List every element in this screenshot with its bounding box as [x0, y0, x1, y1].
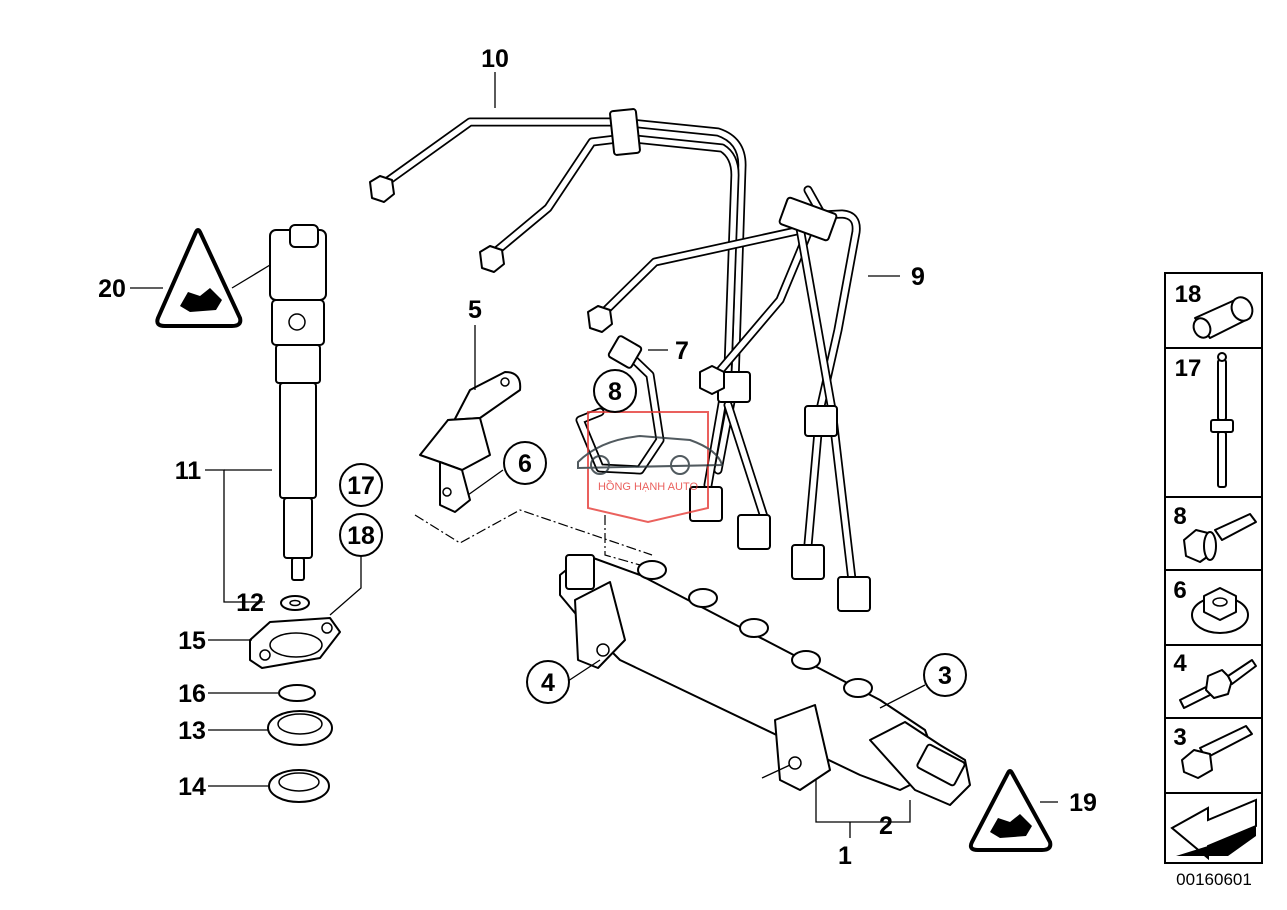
injector	[269, 224, 327, 581]
hex-nut-icon	[1191, 587, 1249, 634]
callout-10: 10	[481, 45, 509, 73]
callout-11: 11	[175, 457, 202, 485]
callout-17: 17	[347, 472, 375, 500]
sleeve-icon	[1192, 296, 1254, 339]
leader-lines	[130, 72, 1058, 838]
injector-seals	[249, 595, 341, 803]
stud-icon	[1179, 659, 1257, 709]
parts-panel: 18 17 8 6 4	[1164, 272, 1263, 864]
leak-off-pipe	[575, 335, 665, 475]
callout-4: 4	[541, 669, 555, 697]
callout-6: 6	[518, 450, 532, 478]
callout-16: 16	[178, 680, 206, 708]
panel-label-8: 8	[1173, 503, 1186, 530]
watermark: HỒNG HẠNH AUTO	[577, 411, 724, 524]
panel-label-4: 4	[1173, 650, 1187, 677]
stud-bolt-icon	[1210, 352, 1234, 488]
callout-7: 7	[675, 337, 689, 365]
callout-3: 3	[938, 662, 952, 690]
bracket	[419, 371, 522, 513]
hex-bolt-icon	[1181, 725, 1253, 779]
callout-20: 20	[98, 275, 126, 303]
panel-label-17: 17	[1175, 355, 1202, 382]
fuel-rail	[559, 554, 971, 806]
watermark-text: HỒNG HẠNH AUTO	[598, 480, 698, 493]
panel-label-3: 3	[1173, 724, 1186, 751]
fuel-pipes	[369, 108, 871, 612]
callout-14: 14	[178, 773, 206, 801]
direction-arrow-icon	[1170, 798, 1257, 861]
flange-bolt-icon	[1183, 513, 1257, 563]
warning-triangle-right	[968, 769, 1053, 852]
callout-5: 5	[468, 296, 482, 324]
callout-1: 1	[838, 842, 852, 870]
callout-circles	[339, 369, 967, 704]
callout-9: 9	[911, 263, 925, 291]
callout-15: 15	[178, 627, 206, 655]
callout-labels: 10 9 5 7 8 6 17 18 4 3 20 11 12 15 16 13…	[98, 45, 1097, 870]
warning-triangle-left	[155, 228, 243, 328]
panel-label-6: 6	[1173, 577, 1186, 604]
callout-2: 2	[879, 812, 893, 840]
callout-18: 18	[347, 522, 375, 550]
diagram-ref-number: 00160601	[1176, 870, 1252, 889]
panel-label-18: 18	[1175, 281, 1202, 308]
callout-12: 12	[236, 589, 264, 617]
callout-19: 19	[1069, 789, 1097, 817]
callout-8: 8	[608, 378, 622, 406]
callout-13: 13	[178, 717, 206, 745]
